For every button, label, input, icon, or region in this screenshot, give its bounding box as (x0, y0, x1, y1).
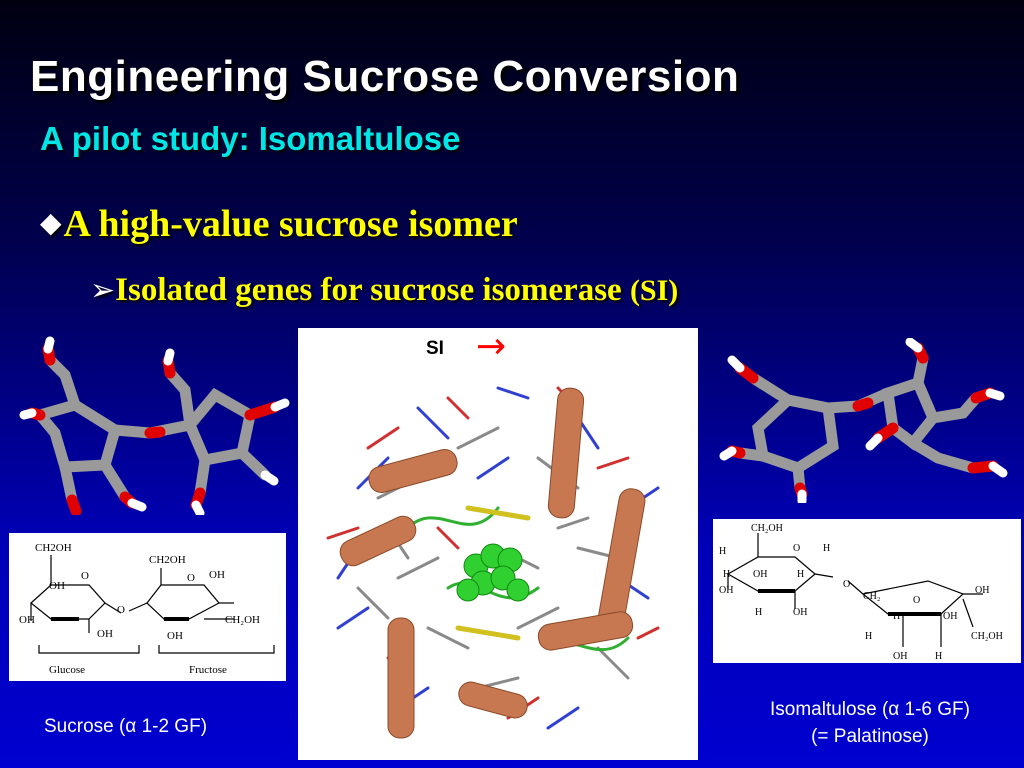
si-label: SI (426, 338, 444, 359)
svg-text:OH: OH (49, 580, 65, 592)
svg-text:H: H (755, 607, 762, 618)
diamond-bullet-icon: ◆ (40, 206, 62, 239)
fructose-ch2oh-label: CH2OH (149, 554, 186, 566)
svg-text:OH: OH (209, 569, 225, 581)
svg-text:O: O (793, 543, 800, 554)
red-right-arrow-icon: → (476, 326, 507, 367)
slide-title: Engineering Sucrose Conversion (30, 52, 740, 101)
svg-text:H: H (723, 569, 730, 580)
svg-text:O: O (187, 572, 195, 584)
svg-text:OH: OH (19, 614, 35, 626)
glucose-ch2oh-label: CH2OH (35, 542, 72, 554)
svg-text:CH₂: CH₂ (863, 591, 880, 602)
svg-text:CH₂OH: CH₂OH (751, 523, 783, 534)
svg-text:CH₂OH: CH₂OH (225, 614, 260, 626)
isomaltulose-haworth-diagram: CH₂OH O H H H OH H OH H OH O CH₂ O H OH … (719, 523, 1003, 662)
svg-text:O: O (913, 595, 920, 606)
glucose-label: Glucose (49, 664, 85, 676)
isomaltulose-caption: Isomaltulose (α 1-6 GF) (770, 699, 970, 720)
sucrose-3d-model (19, 336, 290, 515)
bullet-level2: ➢Isolated genes for sucrose isomerase (S… (90, 272, 678, 309)
bullet-level1-text: A high-value sucrose isomer (63, 203, 518, 245)
svg-text:OH: OH (167, 630, 183, 642)
svg-text:O: O (843, 579, 850, 590)
arrow-bullet-icon: ➢ (90, 273, 116, 308)
svg-text:H: H (719, 546, 726, 557)
protein-ribbon-illustration (326, 386, 660, 739)
isomaltulose-3d-model (719, 338, 1008, 503)
svg-text:OH: OH (893, 651, 907, 662)
svg-text:OH: OH (97, 628, 113, 640)
svg-text:O: O (81, 570, 89, 582)
bullet-level2-text: Isolated genes for sucrose isomerase (115, 272, 622, 308)
svg-text:OH: OH (793, 607, 807, 618)
svg-text:H: H (865, 631, 872, 642)
svg-text:OH: OH (975, 585, 989, 596)
sucrose-caption: Sucrose (α 1-2 GF) (44, 716, 208, 737)
svg-text:OH: OH (719, 585, 733, 596)
sucrose-haworth-diagram: CH2OH OH O O OH OH CH2OH O OH OH CH₂OH G… (19, 542, 275, 676)
palatinose-caption: (= Palatinose) (811, 726, 929, 747)
bullet-level1: ◆A high-value sucrose isomer (40, 202, 518, 246)
fructose-label: Fructose (189, 664, 227, 676)
svg-text:H: H (797, 569, 804, 580)
slide-subtitle: A pilot study: Isomaltulose (40, 120, 461, 157)
svg-text:OH: OH (943, 611, 957, 622)
svg-text:O: O (117, 604, 125, 616)
svg-text:H: H (823, 543, 830, 554)
svg-text:CH₂OH: CH₂OH (971, 631, 1003, 642)
isomaltulose-haworth-structure: CH₂OH O H H H OH H OH H OH O CH₂ O H OH … (713, 519, 1021, 663)
svg-text:H: H (893, 611, 900, 622)
svg-text:OH: OH (753, 569, 767, 580)
sucrose-isomerase-protein-image: SI → (298, 326, 698, 760)
svg-text:H: H (935, 651, 942, 662)
bullet-level2-abbrev: (SI) (629, 274, 679, 307)
sucrose-haworth-structure: CH2OH OH O O OH OH CH2OH O OH OH CH₂OH G… (9, 533, 286, 681)
